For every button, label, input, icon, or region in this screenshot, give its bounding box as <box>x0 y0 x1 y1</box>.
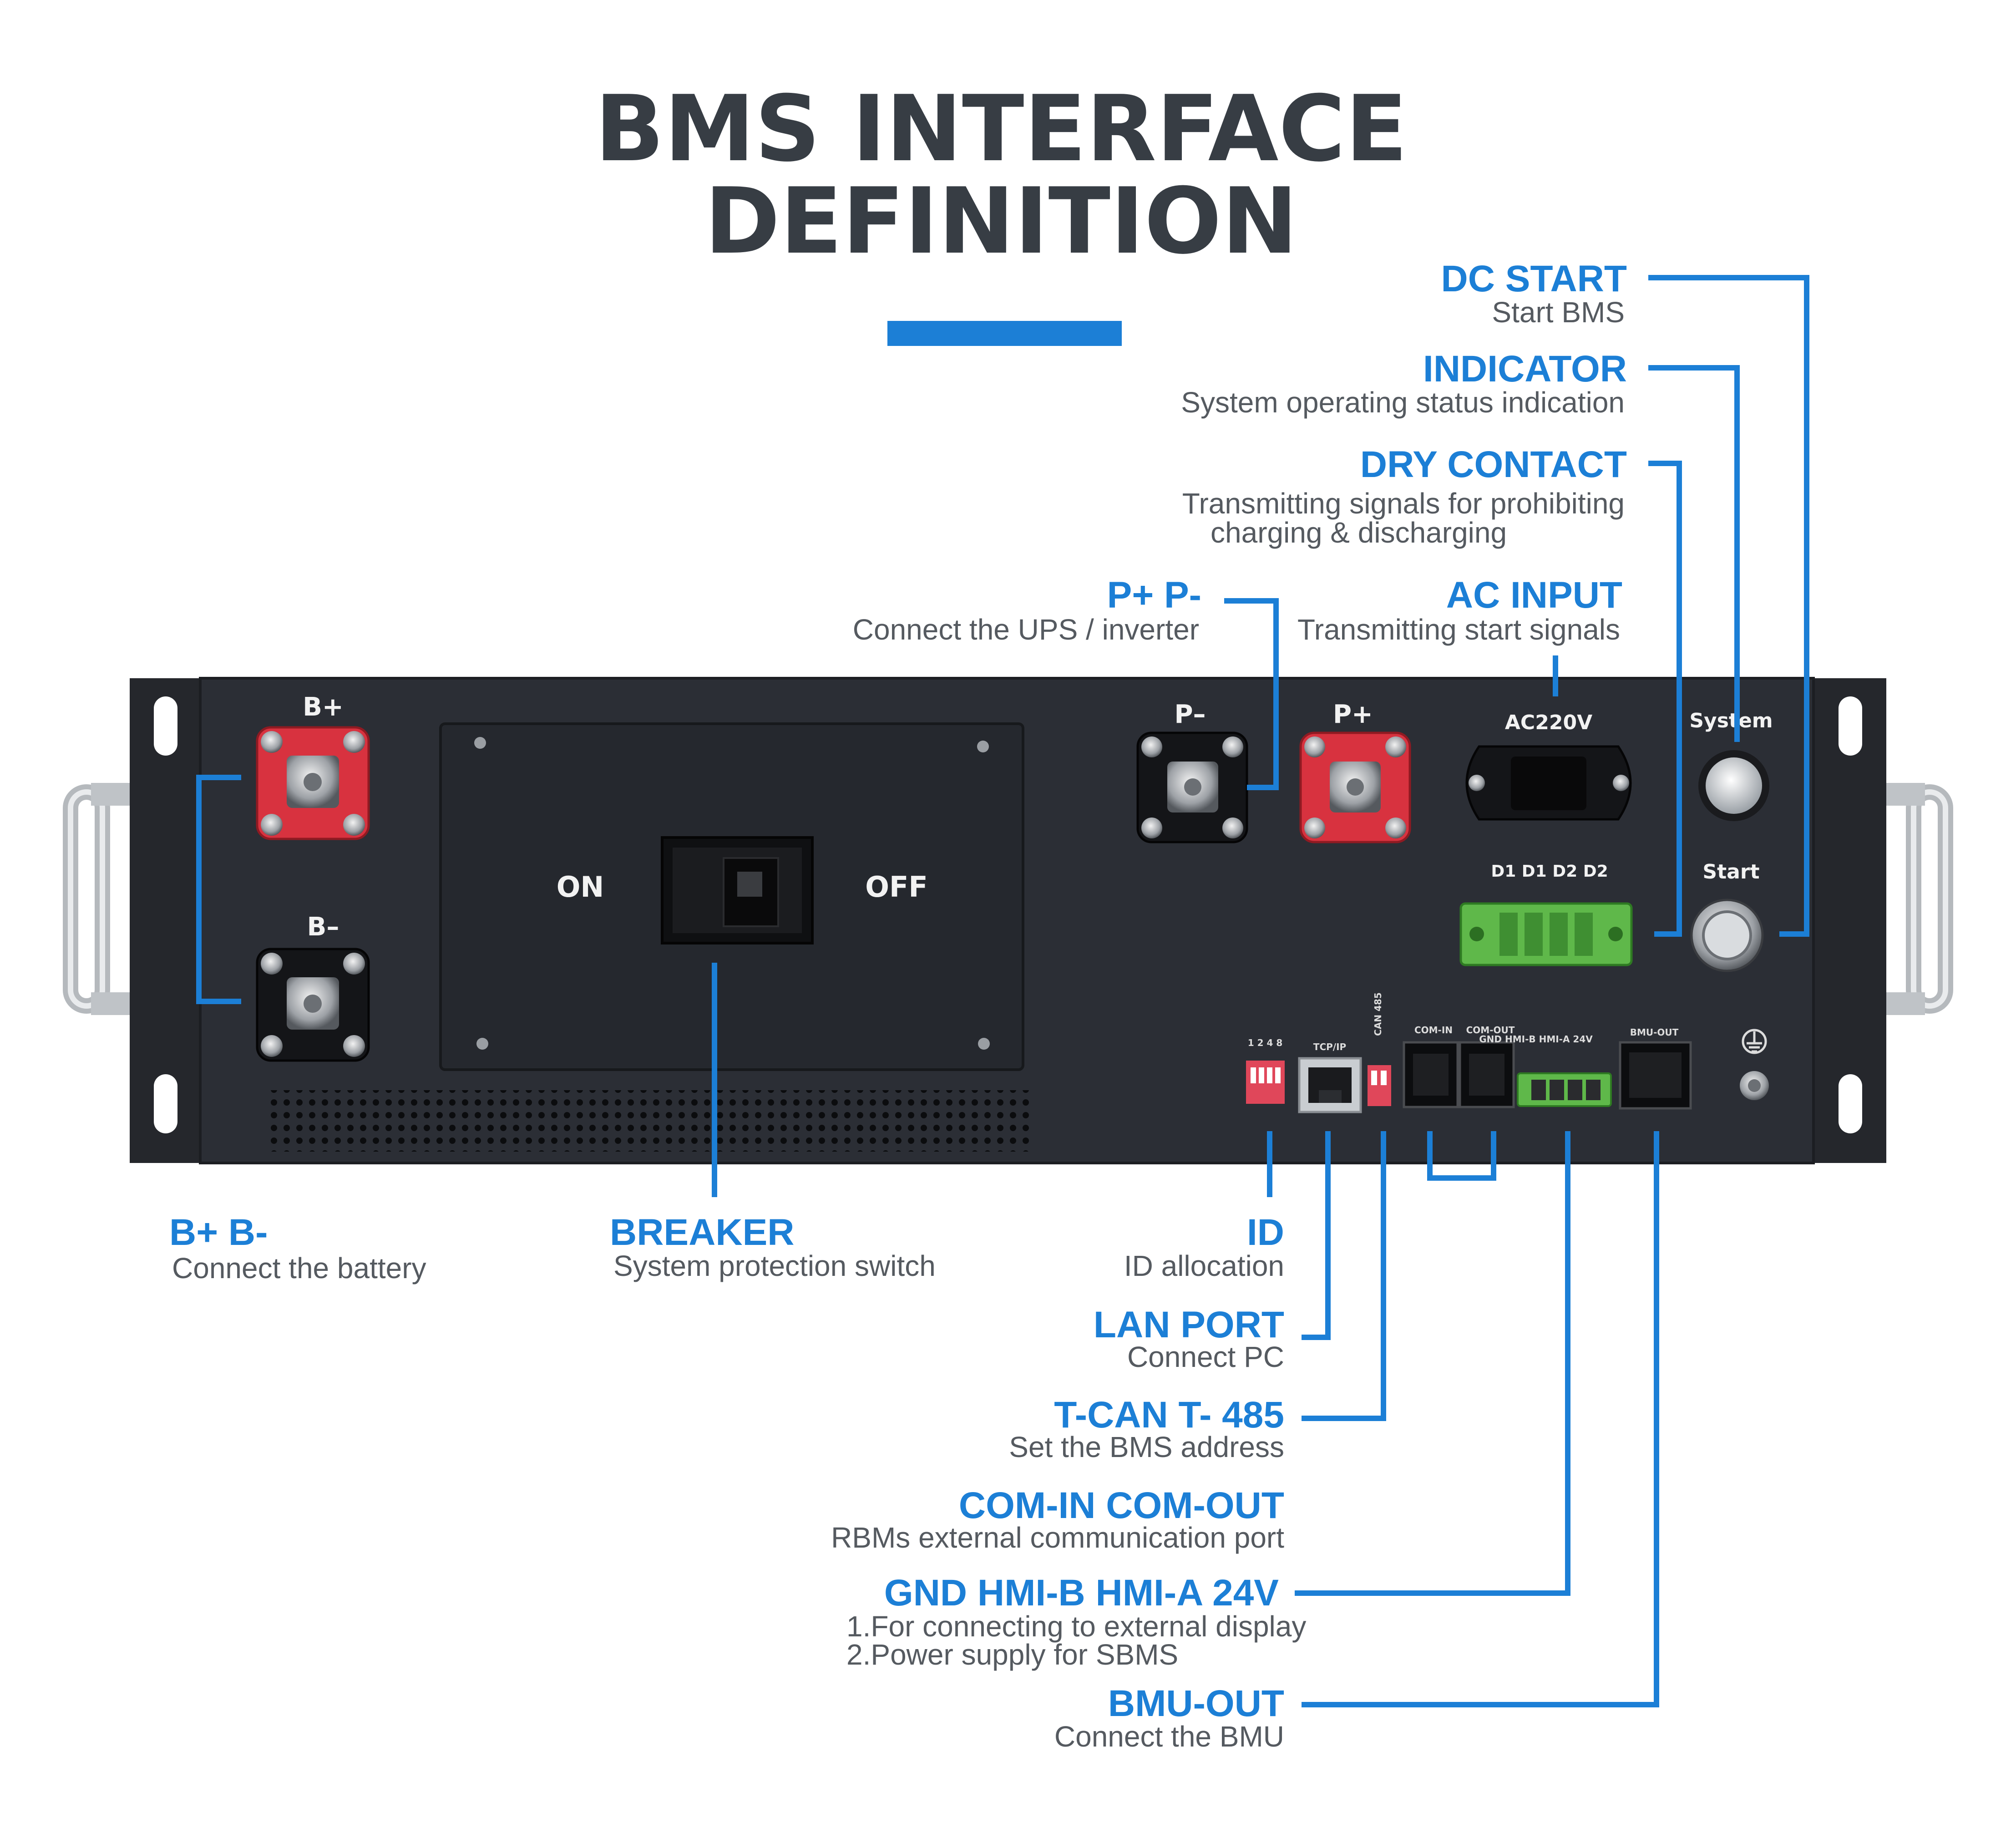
com-out-label: COM-OUT <box>1466 1025 1515 1036</box>
lan-port-desc: Connect PC <box>1127 1341 1284 1373</box>
callout-bmu-out: BMU-OUT Connect the BMU <box>1054 1683 1284 1753</box>
callout-p-terminals: P+ P- Connect the UPS / inverter <box>853 574 1201 646</box>
leader-lan <box>1302 1131 1331 1340</box>
id-desc: ID allocation <box>1124 1249 1284 1282</box>
ac-input-title: AC INPUT <box>1446 574 1622 616</box>
dry-contact-desc-line-2: charging & discharging <box>1211 516 1507 549</box>
id-title: ID <box>1247 1212 1284 1253</box>
left-rack-ear <box>130 678 207 1163</box>
lan-port[interactable] <box>1298 1057 1362 1113</box>
hmi-title: GND HMI-B HMI-A 24V <box>884 1572 1279 1614</box>
right-rack-ear <box>1809 678 1886 1163</box>
leader-dry-contact <box>1648 461 1682 937</box>
leader-lines <box>196 275 1809 1707</box>
callout-ac-input: AC INPUT Transmitting start signals <box>1297 574 1622 646</box>
bmu-out-port[interactable] <box>1619 1041 1692 1110</box>
callout-indicator: INDICATOR System operating status indica… <box>1181 348 1627 419</box>
dry-contact-desc-line-1: Transmitting signals for prohibiting <box>1182 487 1625 520</box>
leader-dc-start <box>1648 275 1809 937</box>
hmi-desc-line-1: 1.For connecting to external display <box>846 1610 1306 1643</box>
callout-id: ID ID allocation <box>1124 1212 1284 1282</box>
b-plus-label: B+ <box>303 692 344 722</box>
breaker-title: BREAKER <box>610 1212 794 1253</box>
callout-tcan: T-CAN T- 485 Set the BMS address <box>1009 1394 1284 1463</box>
p-minus-terminal <box>1136 731 1248 843</box>
breaker-desc: System protection switch <box>613 1249 936 1282</box>
b-plus-terminal <box>256 726 370 840</box>
leader-b-terminals <box>196 775 241 1004</box>
tcpip-label: TCP/IP <box>1313 1041 1346 1052</box>
com-out-port[interactable] <box>1459 1041 1515 1108</box>
com-in-port[interactable] <box>1403 1041 1459 1108</box>
tcan-t485-dip-switch[interactable] <box>1368 1065 1391 1106</box>
id-dip-switch[interactable] <box>1246 1061 1285 1104</box>
callout-dry-contact: DRY CONTACT Transmitting signals for pro… <box>1182 444 1627 549</box>
title-line-1: BMS INTERFACE <box>595 76 1408 182</box>
leader-tcan <box>1302 1131 1386 1421</box>
tcan-title: T-CAN T- 485 <box>1054 1394 1284 1436</box>
callout-com: COM-IN COM-OUT RBMs external communicati… <box>831 1485 1284 1554</box>
callout-b-terminals: B+ B- Connect the battery <box>169 1212 426 1285</box>
breaker-on-label: ON <box>557 870 604 904</box>
com-title: COM-IN COM-OUT <box>959 1485 1284 1526</box>
leader-bmu-out <box>1302 1131 1659 1707</box>
breaker-switch[interactable] <box>661 836 814 944</box>
ac220v-label: AC220V <box>1505 711 1592 734</box>
bmu-out-label: BMU-OUT <box>1630 1027 1679 1038</box>
bmu-out-desc: Connect the BMU <box>1054 1720 1284 1753</box>
dc-start-desc: Start BMS <box>1492 296 1625 329</box>
p-terminals-desc: Connect the UPS / inverter <box>853 613 1199 646</box>
leader-hmi <box>1295 1131 1570 1596</box>
p-terminals-title: P+ P- <box>1107 574 1201 616</box>
callout-lan-port: LAN PORT Connect PC <box>1094 1304 1284 1373</box>
tcan-desc: Set the BMS address <box>1009 1431 1284 1463</box>
leader-com <box>1427 1131 1496 1181</box>
b-terminals-title: B+ B- <box>169 1212 268 1253</box>
b-terminals-desc: Connect the battery <box>172 1252 426 1285</box>
com-desc: RBMs external communication port <box>831 1521 1284 1554</box>
bmu-out-title: BMU-OUT <box>1108 1683 1284 1724</box>
start-label: Start <box>1702 860 1759 884</box>
callout-hmi: GND HMI-B HMI-A 24V 1.For connecting to … <box>846 1572 1306 1671</box>
ac-input-socket[interactable] <box>1465 745 1632 821</box>
breaker-off-label: OFF <box>865 870 927 904</box>
vent-grille <box>271 1090 1035 1152</box>
leader-p-terminals <box>1224 598 1279 790</box>
ac-input-desc: Transmitting start signals <box>1297 613 1620 646</box>
title-line-2: DEFINITION <box>704 168 1298 274</box>
dry-contact-connector[interactable] <box>1459 902 1633 966</box>
dry-contact-title: DRY CONTACT <box>1360 444 1627 485</box>
dc-start-button[interactable] <box>1690 899 1764 972</box>
dry-contact-pin-label: D1 D1 D2 D2 <box>1491 862 1608 881</box>
indicator-title: INDICATOR <box>1423 348 1627 390</box>
b-minus-label: B– <box>307 912 339 942</box>
hmi-desc-line-2: 2.Power supply for SBMS <box>846 1638 1178 1671</box>
callout-breaker: BREAKER System protection switch <box>610 1212 936 1282</box>
p-plus-label: P+ <box>1333 700 1373 729</box>
dc-start-title: DC START <box>1441 258 1627 300</box>
can-485-label: CAN 485 <box>1373 992 1383 1036</box>
p-minus-label: P– <box>1174 700 1206 729</box>
title-underline <box>887 321 1122 346</box>
system-indicator-light <box>1698 750 1769 821</box>
callout-dc-start: DC START Start BMS <box>1441 258 1627 329</box>
hmi-connector-label: GND HMI-B HMI-A 24V <box>1479 1034 1593 1045</box>
ground-stud <box>1740 1071 1769 1100</box>
breaker-plate-screws <box>474 737 990 1050</box>
system-label: System <box>1689 709 1773 732</box>
com-in-label: COM-IN <box>1414 1025 1453 1036</box>
p-plus-terminal <box>1299 731 1411 843</box>
lan-port-title: LAN PORT <box>1094 1304 1284 1346</box>
hmi-power-connector[interactable] <box>1517 1072 1612 1107</box>
ground-icon <box>1742 1029 1767 1054</box>
indicator-desc: System operating status indication <box>1181 386 1625 419</box>
leader-indicator <box>1648 365 1740 742</box>
b-minus-terminal <box>256 948 370 1062</box>
dip-number-label: 1 2 4 8 <box>1248 1037 1283 1048</box>
